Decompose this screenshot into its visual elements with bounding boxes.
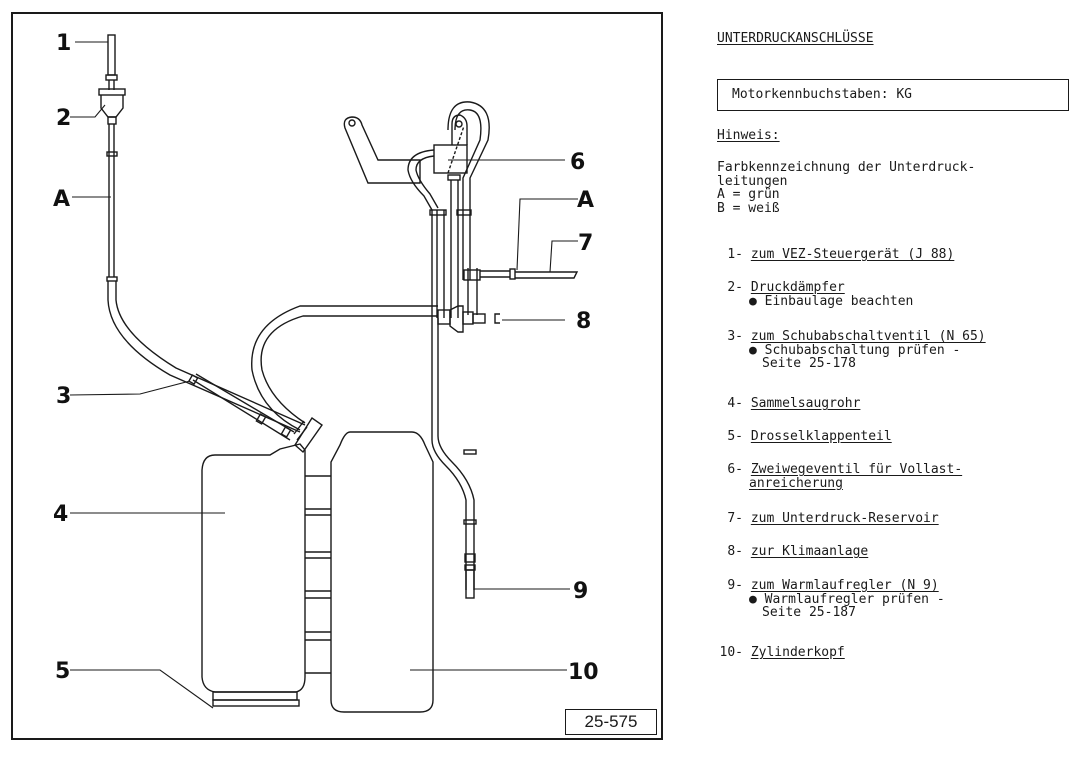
ac-check-valve: [437, 305, 500, 333]
legend-item-label: Druckdämpfer: [750, 280, 845, 295]
legend-item-3: 3- zum Schubabschaltventil (N 65) ● Schu…: [705, 329, 986, 371]
legend-item-2: 2- Druckdämpfer ● Einbaulage beachten: [705, 281, 913, 308]
legend-item-note: ● Schubabschaltung prüfen -: [749, 342, 961, 358]
legend-item-7: 7- zum Unterdruck-Reservoir: [727, 511, 939, 526]
legend-item-5: 5- Drosselklappenteil: [727, 429, 892, 444]
callout-7: 7: [578, 231, 593, 256]
color-intro-line2: leitungen: [717, 173, 788, 189]
figure-frame: [11, 12, 663, 740]
hose-a-left: [106, 124, 306, 433]
two-way-valve: [433, 114, 468, 174]
hose-to-vez-control-unit: [105, 34, 118, 90]
legend-item-10: 10- Zylinderkopf: [719, 645, 845, 660]
legend-item-note-page: Seite 25-187: [762, 605, 856, 620]
page-title: UNTERDRUCKANSCHLÜSSE: [717, 31, 874, 46]
leader-lines: [69, 41, 578, 709]
valve-loop-hose: [407, 101, 490, 280]
callout-3: 3: [56, 384, 71, 409]
cylinder-head: [330, 431, 434, 713]
legend-item-label: Zylinderkopf: [750, 645, 845, 660]
valve-vertical-hoses: [429, 174, 472, 422]
legend-item-9: 9- zum Warmlaufregler (N 9) ● Warmlaufre…: [705, 578, 945, 620]
callout-1: 1: [56, 31, 71, 56]
legend-item-note: ● Einbaulage beachten: [749, 293, 914, 309]
intake-runners: [305, 475, 331, 674]
engine-code-label: Motorkennbuchstaben: KG: [732, 87, 913, 102]
callout-6: 6: [570, 150, 585, 175]
legend-item-label: Sammelsaugrohr: [750, 396, 861, 411]
engine-code-box: Motorkennbuchstaben: KG: [717, 79, 1069, 111]
legend-item-label: zur Klimaanlage: [750, 544, 869, 559]
color-a: A = grün: [717, 187, 780, 202]
hose-to-overrun-cutoff-valve: [187, 373, 295, 441]
intake-manifold: [201, 443, 306, 693]
legend-item-note: ● Warmlaufregler prüfen -: [749, 591, 945, 607]
legend-item-label-cont: anreicherung: [749, 475, 843, 491]
legend-item-note-page: Seite 25-178: [762, 356, 856, 371]
pressure-damper: [98, 88, 126, 125]
callout-4: 4: [53, 502, 68, 527]
color-intro-line1: Farbkennzeichnung der Unterdruck-: [717, 160, 976, 175]
throttle-body: [212, 691, 300, 707]
figure-id: 25-575: [565, 709, 657, 735]
legend-item-label: Drosselklappenteil: [750, 429, 892, 444]
legend-item-6: 6- Zweiwegeventil für Vollast- anreicher…: [705, 463, 962, 490]
tee-to-vacuum-reservoir: [463, 268, 579, 315]
legend-item-label: Zweiwegeventil für Vollast-: [750, 462, 963, 477]
color-coding-block: Farbkennzeichnung der Unterdruck- leitun…: [717, 161, 975, 215]
legend-item-1: 1- zum VEZ-Steuergerät (J 88): [727, 247, 955, 262]
mounting-bracket: [343, 116, 421, 184]
callout-a-right: A: [577, 188, 594, 213]
callout-2: 2: [56, 106, 71, 131]
color-b: B = weiß: [717, 200, 780, 216]
callout-5: 5: [55, 659, 70, 684]
hose-loop-to-ac: [251, 305, 438, 431]
callout-10: 10: [568, 660, 599, 685]
legend-item-label: zum Schubabschaltventil (N 65): [750, 329, 986, 344]
legend-item-8: 8- zur Klimaanlage: [727, 544, 869, 559]
manifold-connector: [293, 417, 323, 454]
callout-labels: 1 2 A 3 4 5 6 A 7 8 9 10: [53, 31, 599, 685]
callout-8: 8: [576, 309, 591, 334]
legend-item-label: zum VEZ-Steuergerät (J 88): [750, 247, 955, 262]
legend-item-4: 4- Sammelsaugrohr: [727, 396, 861, 411]
callout-9: 9: [573, 579, 588, 604]
legend-item-label: zum Warmlaufregler (N 9): [750, 578, 939, 593]
hose-to-warmup-regulator: [431, 422, 477, 599]
callout-a-left: A: [53, 187, 70, 212]
hint-heading: Hinweis:: [717, 128, 780, 143]
legend-item-label: zum Unterdruck-Reservoir: [750, 511, 939, 526]
